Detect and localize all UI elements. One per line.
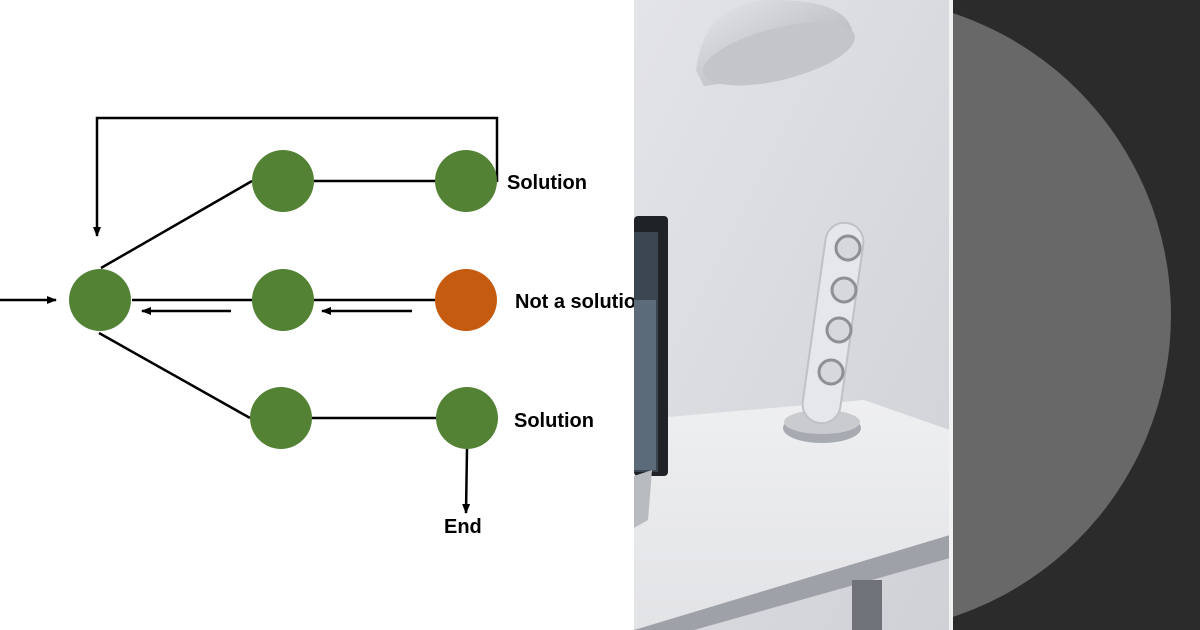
top-solution-node xyxy=(435,150,497,212)
decorative-panel xyxy=(953,0,1200,630)
top-branch-node xyxy=(252,150,314,212)
panel-divider xyxy=(949,0,953,630)
desk-leg xyxy=(852,580,882,630)
desk-scene-illustration xyxy=(634,0,950,630)
label-solution-top: Solution xyxy=(507,172,587,194)
bottom-solution-node xyxy=(436,387,498,449)
desk-edge xyxy=(634,535,950,630)
lamp-icon xyxy=(696,0,855,86)
bottom-branch-node xyxy=(250,387,312,449)
backtracking-diagram-panel: Solution Not a solution Solution End xyxy=(0,116,634,538)
end-arrow xyxy=(462,448,471,514)
decorative-circle xyxy=(953,13,1171,617)
middle-branch-node xyxy=(252,269,314,331)
desk-photo xyxy=(634,0,950,630)
edge-root-to-top xyxy=(100,179,253,270)
label-not-a-solution: Not a solution xyxy=(515,291,634,313)
label-solution-bottom: Solution xyxy=(514,410,594,432)
feedback-loop-line xyxy=(93,116,499,237)
root-node xyxy=(69,269,131,331)
backtracking-diagram: Solution Not a solution Solution End xyxy=(0,116,634,538)
edge-root-to-bottom xyxy=(98,331,251,420)
failure-node xyxy=(435,269,497,331)
desk-surface xyxy=(634,400,950,630)
laptop-icon xyxy=(634,216,668,528)
speaker-icon xyxy=(783,221,865,443)
label-end: End xyxy=(444,516,482,538)
